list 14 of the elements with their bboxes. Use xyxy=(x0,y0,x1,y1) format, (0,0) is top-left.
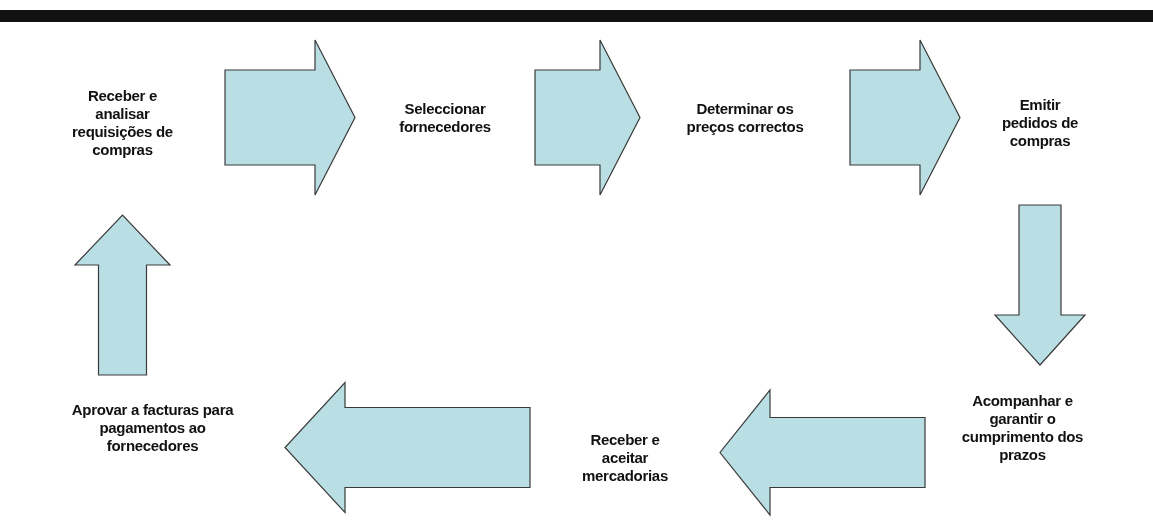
step-label: Seleccionar fornecedores xyxy=(398,99,492,136)
block-arrow xyxy=(534,39,641,196)
block-arrow xyxy=(849,39,961,196)
block-arrow xyxy=(73,214,172,376)
step-label: Aprovar a facturas para pagamentos ao fornecedores xyxy=(70,400,235,455)
step-label: Emitir pedidos de compras xyxy=(1000,95,1080,150)
block-arrow xyxy=(719,388,926,517)
step-label: Receber e aceitar mercadorias xyxy=(581,430,669,485)
block-arrow xyxy=(224,39,356,196)
block-arrow xyxy=(993,204,1087,366)
step-label: Receber e analisar requisições de compras xyxy=(71,86,174,159)
step-label: Determinar os preços correctos xyxy=(685,99,805,136)
step-label: Acompanhar e garantir o cumprimento dos prazos xyxy=(960,391,1085,464)
block-arrow xyxy=(284,380,531,515)
